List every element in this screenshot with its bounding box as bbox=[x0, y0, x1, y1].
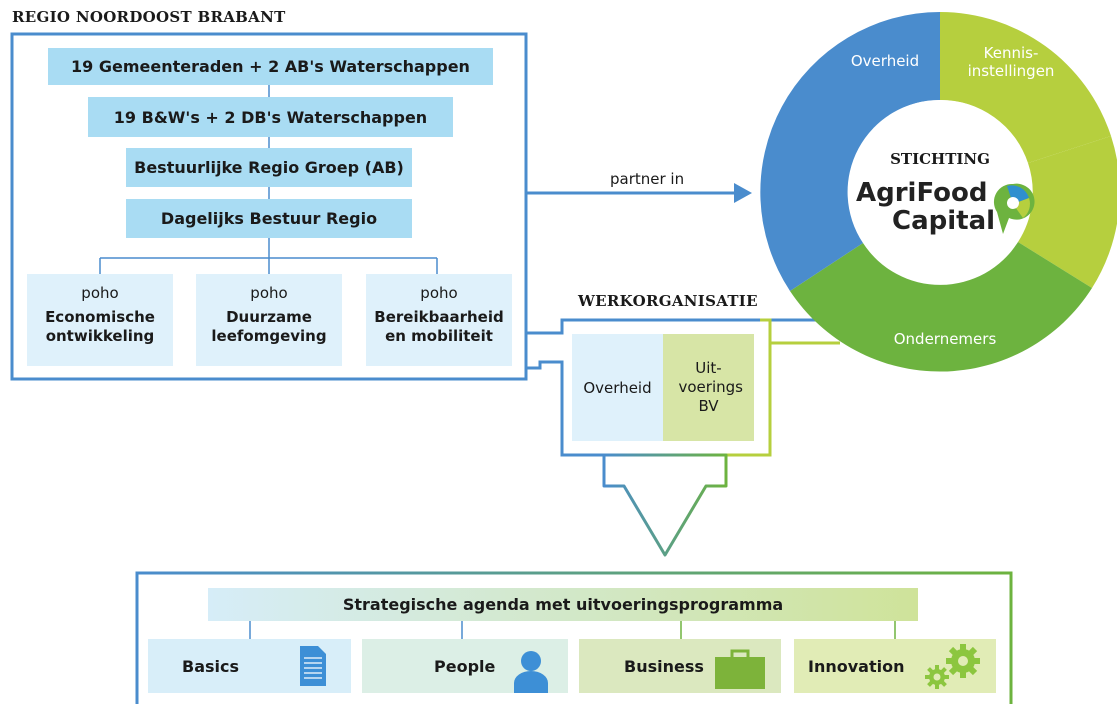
portfolio-title: Bereikbaarheid en mobiliteit bbox=[374, 308, 504, 345]
portfolio-label: poho bbox=[250, 284, 288, 302]
level-dagelijks-bestuur: Dagelijks Bestuur Regio bbox=[126, 199, 412, 238]
level-gemeenteraden: 19 Gemeenteraden + 2 AB's Waterschappen bbox=[48, 48, 493, 85]
down-arrow bbox=[602, 453, 728, 557]
segment-overheid: Overheid bbox=[850, 52, 920, 70]
pillar-innovation: Innovation bbox=[794, 639, 996, 693]
pillar-basics: Basics bbox=[148, 639, 351, 693]
partner-in-label: partner in bbox=[610, 170, 685, 188]
stichting-title: STICHTING bbox=[890, 150, 990, 168]
pillar-label: Basics bbox=[182, 656, 240, 676]
werk-uitvoerings-label: Uit- voerings BV bbox=[678, 359, 743, 415]
stichting-ring bbox=[760, 12, 1117, 372]
region-frame bbox=[10, 32, 528, 381]
pillar-business: Business bbox=[579, 639, 781, 693]
briefcase-icon bbox=[715, 649, 765, 689]
pillar-people: People bbox=[362, 639, 568, 693]
level-bestuurlijke-regio-groep: Bestuurlijke Regio Groep (AB) bbox=[126, 148, 412, 187]
pillar-label: People bbox=[434, 656, 496, 676]
gears-icon bbox=[925, 644, 980, 689]
partner-arrow bbox=[526, 183, 752, 203]
agenda-frame bbox=[135, 571, 1013, 704]
portfolio-title: Economische ontwikkeling bbox=[45, 308, 155, 345]
pillar-label: Business bbox=[624, 656, 704, 676]
level-bw: 19 B&W's + 2 DB's Waterschappen bbox=[88, 97, 453, 137]
segment-kennisinstellingen: Kennis-instellingen bbox=[967, 44, 1055, 80]
portfolio-bereikbaarheid: poho Bereikbaarheid en mobiliteit bbox=[366, 274, 512, 366]
portfolio-label: poho bbox=[420, 284, 458, 302]
agenda-title: Strategische agenda met uitvoeringsprogr… bbox=[342, 595, 784, 614]
portfolio-economische-ontwikkeling: poho Economische ontwikkeling bbox=[27, 274, 173, 366]
document-icon bbox=[300, 646, 326, 686]
segment-ondernemers: Ondernemers bbox=[893, 330, 997, 348]
portfolio-duurzame-leefomgeving: poho Duurzame leefomgeving bbox=[196, 274, 342, 366]
portfolio-title: Duurzame leefomgeving bbox=[211, 308, 327, 345]
werk-uitvoerings-bv: Uit- voerings BV bbox=[663, 334, 754, 441]
werk-overheid-label: Overheid bbox=[583, 378, 652, 397]
region-title: REGIO NOORDOOST BRABANT bbox=[12, 8, 286, 26]
agrifood-logo-pin bbox=[993, 183, 1035, 234]
logo-text-agrifood: AgriFood bbox=[856, 178, 988, 208]
logo-text-capital: Capital bbox=[892, 206, 996, 236]
person-icon bbox=[514, 651, 548, 693]
werkorganisatie-title: WERKORGANISATIE bbox=[578, 292, 758, 310]
werk-overheid: Overheid bbox=[572, 334, 663, 441]
pillar-label: Innovation bbox=[808, 656, 905, 676]
portfolio-label: poho bbox=[81, 284, 119, 302]
